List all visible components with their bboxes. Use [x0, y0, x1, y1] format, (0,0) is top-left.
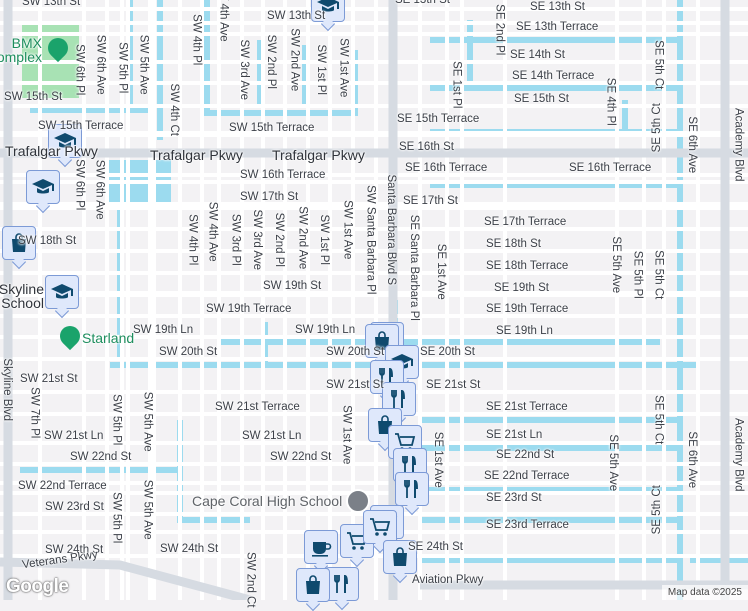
starland-label[interactable]: Starland — [82, 330, 135, 346]
school-icon — [51, 284, 73, 299]
poi-marker[interactable] — [325, 567, 359, 601]
bmx-complex-label: BMX Complex — [0, 35, 42, 65]
cape-coral-high-school-label[interactable]: Cape Coral High School — [192, 493, 343, 509]
restaurant-icon — [334, 575, 348, 593]
poi-marker[interactable] — [26, 170, 60, 204]
poi-marker[interactable] — [48, 124, 82, 158]
poi-marker[interactable] — [45, 275, 79, 309]
restaurant-icon — [404, 480, 418, 498]
school-icon — [32, 179, 54, 194]
poi-marker[interactable] — [296, 568, 330, 602]
poi-marker[interactable] — [383, 540, 417, 574]
map-data-attribution[interactable]: Map data ©2025 — [661, 585, 748, 600]
school-icon — [317, 0, 339, 12]
school-icon — [54, 133, 76, 148]
poi-marker[interactable] — [2, 226, 36, 260]
shopping-bag-icon — [306, 575, 320, 594]
google-logo: Google — [6, 576, 69, 597]
school-poi-icon[interactable] — [346, 489, 370, 513]
shopping-bag-icon — [393, 547, 407, 566]
coffee-icon — [312, 542, 332, 557]
poi-marker[interactable] — [395, 472, 429, 506]
shopping-bag-icon — [12, 233, 26, 252]
poi-marker[interactable] — [311, 0, 345, 22]
cart-icon — [370, 518, 391, 536]
poi-marker[interactable] — [363, 510, 397, 544]
poi-marker[interactable] — [304, 530, 338, 564]
skyline-school-label: Skyline School — [0, 281, 44, 311]
street — [0, 557, 252, 600]
restaurant-icon — [402, 456, 416, 474]
restaurant-icon — [391, 390, 405, 408]
